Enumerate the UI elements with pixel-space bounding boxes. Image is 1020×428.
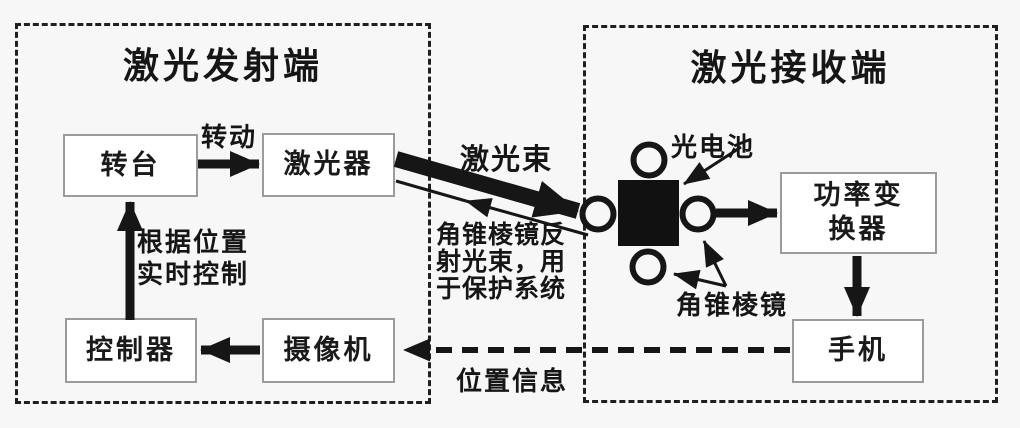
turntable-node: 转台 — [63, 134, 198, 197]
position-info-label: 位置信息 — [456, 367, 569, 397]
corner-prism-label: 角锥棱镜 — [676, 291, 789, 321]
receiver-title: 激光接收端 — [690, 48, 891, 89]
laser-node: 激光器 — [262, 133, 395, 197]
phone-node: 手机 — [792, 319, 924, 383]
photocell-label: 光电池 — [671, 133, 756, 163]
controller-node: 控制器 — [65, 318, 197, 383]
rotate-label: 转动 — [201, 123, 258, 153]
reflect-note-label: 角锥棱镜反 射光束，用 于保护系统 — [436, 220, 567, 303]
transmitter-title: 激光发射端 — [122, 46, 323, 87]
power-converter-node: 功率变 换器 — [780, 172, 937, 254]
laser-beam-label: 激光束 — [460, 142, 554, 176]
camera-node: 摄像机 — [262, 318, 395, 383]
position-feedback-label: 根据位置 实时控制 — [137, 228, 250, 290]
